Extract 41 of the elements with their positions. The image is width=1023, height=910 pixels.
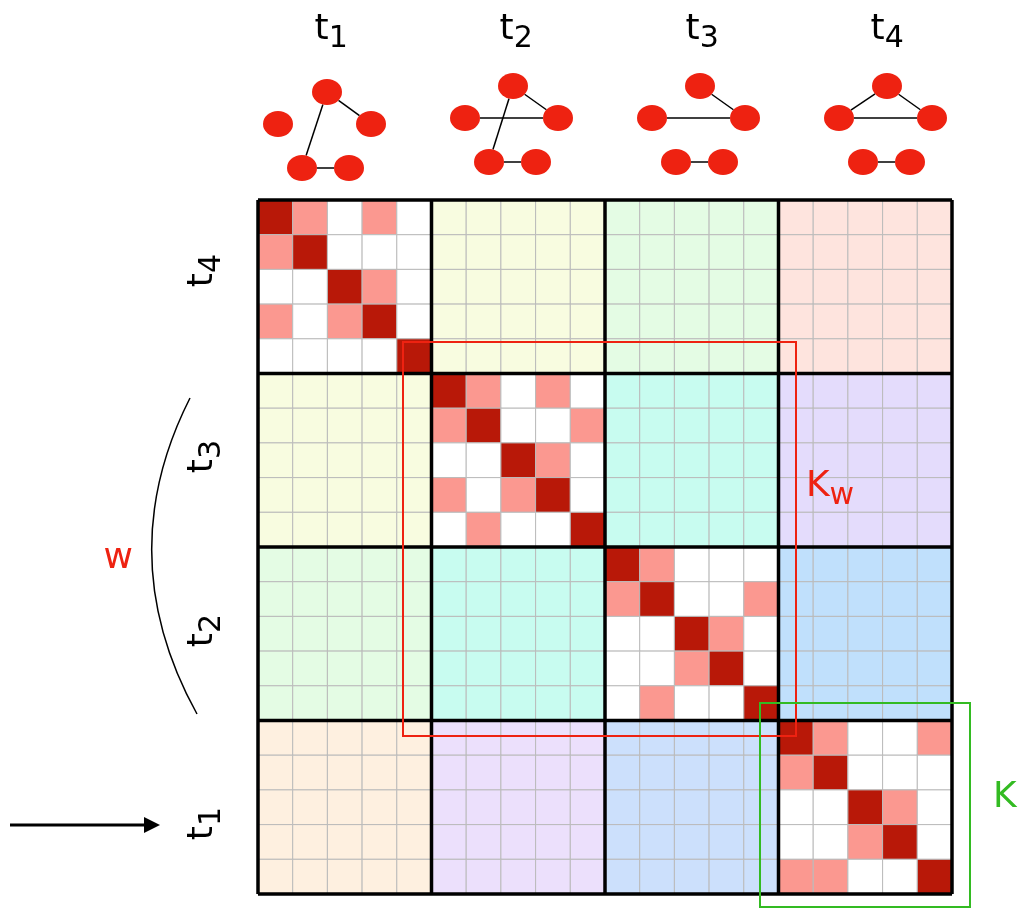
graph-edge bbox=[710, 93, 735, 111]
graph-vertex bbox=[287, 155, 317, 181]
graph-vertex bbox=[661, 149, 691, 175]
graph-vertex bbox=[637, 105, 667, 131]
time-label: t$_{1}$ bbox=[314, 8, 348, 52]
graph-vertex bbox=[708, 149, 738, 175]
graph-vertex bbox=[895, 149, 925, 175]
graph-vertex bbox=[730, 105, 760, 131]
graph-vertex bbox=[543, 105, 573, 131]
graph-vertex bbox=[474, 149, 504, 175]
time-label: t$_{3}$ bbox=[685, 8, 719, 52]
graph-edge bbox=[877, 161, 896, 163]
graph-edge bbox=[492, 97, 510, 151]
graph-vertex bbox=[917, 105, 947, 131]
graph-vertex bbox=[312, 79, 342, 105]
graph-edge bbox=[305, 103, 324, 157]
graph-edge bbox=[479, 117, 544, 119]
graph-edge bbox=[690, 161, 709, 163]
graph-vertex bbox=[872, 73, 902, 99]
graph-vertex bbox=[498, 73, 528, 99]
graph-edge bbox=[897, 93, 922, 111]
graph-vertex bbox=[356, 111, 386, 137]
graph-edge bbox=[850, 93, 876, 111]
graph-vertex bbox=[685, 73, 715, 99]
window-kernel-label: K$_{w}$ bbox=[806, 465, 855, 509]
graph-edge bbox=[316, 167, 335, 169]
window-label: w bbox=[103, 538, 133, 574]
graph-vertex bbox=[824, 105, 854, 131]
graph-vertex bbox=[263, 111, 293, 137]
graph-vertex bbox=[848, 149, 878, 175]
graph-edge bbox=[666, 117, 731, 119]
graph-edge bbox=[337, 99, 361, 117]
graph-edge bbox=[503, 161, 522, 163]
graph-vertex bbox=[450, 105, 480, 131]
graph-vertex bbox=[334, 155, 364, 181]
time-label: t$_{2}$ bbox=[499, 8, 533, 52]
graph-edge bbox=[523, 93, 548, 111]
graph-vertex bbox=[521, 149, 551, 175]
graph-edge bbox=[853, 117, 918, 119]
kernel-label: K bbox=[993, 777, 1017, 813]
time-label: t$_{4}$ bbox=[870, 8, 904, 52]
